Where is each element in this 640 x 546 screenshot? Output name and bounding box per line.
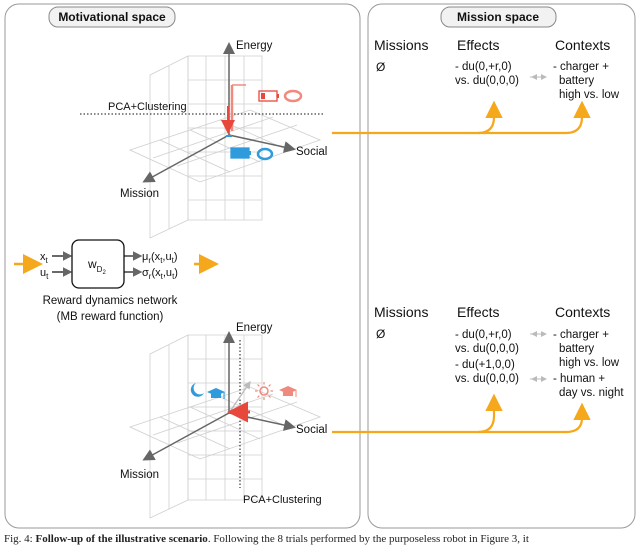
reward-dynamics-network: xt ut wD2 μr(xt,ut) σr(xt,ut) Reward dyn… bbox=[14, 239, 219, 323]
bottom-context1-line3: high vs. low bbox=[559, 357, 620, 369]
bottom-mission-table: Missions Effects Contexts Ø - du(0,+r,0)… bbox=[374, 304, 624, 399]
bottom-effect1-line1: - du(0,+r,0) bbox=[455, 329, 512, 341]
battery-low-icon bbox=[258, 90, 279, 102]
bottom-effect2-line1: - du(+1,0,0) bbox=[455, 359, 515, 371]
battery-high-icon bbox=[230, 147, 251, 159]
graduation-cap-icon-red bbox=[279, 386, 297, 397]
charger-icon-red bbox=[283, 89, 303, 103]
network-box bbox=[71, 239, 125, 289]
caption-rest: . Following the 8 trials performed by th… bbox=[207, 533, 529, 545]
figure-caption: Fig. 4: Follow-up of the illustrative sc… bbox=[4, 533, 640, 545]
output-sigma: σr(xt,ut) bbox=[142, 267, 178, 281]
top-axis-social-label: Social bbox=[296, 146, 327, 158]
top-context-line2: battery bbox=[559, 75, 594, 87]
input-u: ut bbox=[40, 267, 49, 281]
mission-panel bbox=[367, 3, 636, 529]
caption-prefix: Fig. 4: bbox=[4, 533, 36, 545]
bottom-context2-line1: - human + bbox=[553, 373, 605, 385]
output-mu: μr(xt,ut) bbox=[142, 251, 178, 265]
input-x: xt bbox=[40, 251, 49, 265]
bottom-pca-label: PCA+Clustering bbox=[243, 494, 322, 506]
top-context-line3: high vs. low bbox=[559, 89, 620, 101]
top-link-to-effects bbox=[332, 100, 503, 135]
bottom-axis-mission-label: Mission bbox=[120, 469, 159, 481]
top-vertical-grid bbox=[149, 55, 263, 239]
motivational-title: Motivational space bbox=[58, 10, 166, 24]
top-axis-energy-label: Energy bbox=[236, 40, 273, 52]
top-3d-plot: Energy Social Mission PCA+Clustering bbox=[80, 40, 327, 239]
bottom-link-to-contexts bbox=[478, 402, 591, 434]
bottom-context1-line1: - charger + bbox=[553, 329, 609, 341]
bottom-link-to-effects bbox=[332, 393, 503, 434]
bottom-header-effects: Effects bbox=[457, 304, 500, 320]
network-caption-line1: Reward dynamics network bbox=[43, 295, 178, 307]
bottom-3d-plot: Energy Social Mission PCA+Clustering bbox=[120, 322, 327, 519]
bottom-axis-energy-label: Energy bbox=[236, 322, 273, 334]
top-effect-line1: - du(0,+r,0) bbox=[455, 61, 512, 73]
caption-bold: Follow-up of the illustrative scenario bbox=[35, 533, 208, 545]
graduation-cap-icon-blue bbox=[207, 388, 225, 399]
top-header-effects: Effects bbox=[457, 37, 500, 53]
top-effect-line2: vs. du(0,0,0) bbox=[455, 75, 519, 87]
charger-icon-blue bbox=[256, 147, 274, 161]
moon-icon bbox=[190, 383, 204, 397]
top-missions-value: Ø bbox=[376, 60, 385, 74]
bottom-header-missions: Missions bbox=[374, 304, 428, 320]
network-caption-line2: (MB reward function) bbox=[57, 311, 164, 323]
top-link-to-contexts bbox=[478, 100, 591, 135]
sun-icon bbox=[255, 382, 273, 400]
bottom-axis-social-label: Social bbox=[296, 424, 327, 436]
top-pca-label: PCA+Clustering bbox=[108, 101, 187, 113]
bottom-context1-line2: battery bbox=[559, 343, 594, 355]
bottom-effect1-line2: vs. du(0,0,0) bbox=[455, 343, 519, 355]
top-mission-table: Missions Effects Contexts Ø - du(0,+r,0)… bbox=[374, 37, 620, 101]
mission-title: Mission space bbox=[457, 10, 539, 24]
motivational-panel bbox=[4, 3, 361, 529]
top-context-line1: - charger + bbox=[553, 61, 609, 73]
top-axis-mission-label: Mission bbox=[120, 188, 159, 200]
bottom-context2-line2: day vs. night bbox=[559, 387, 624, 399]
motivational-title-box bbox=[48, 6, 176, 28]
mission-title-box bbox=[440, 6, 557, 28]
top-header-missions: Missions bbox=[374, 37, 428, 53]
bottom-missions-value: Ø bbox=[376, 327, 385, 341]
bottom-vertical-grid bbox=[149, 334, 263, 519]
weight-label: wD2 bbox=[87, 257, 106, 276]
bottom-effect2-line2: vs. du(0,0,0) bbox=[455, 373, 519, 385]
bottom-header-contexts: Contexts bbox=[555, 304, 610, 320]
top-header-contexts: Contexts bbox=[555, 37, 610, 53]
